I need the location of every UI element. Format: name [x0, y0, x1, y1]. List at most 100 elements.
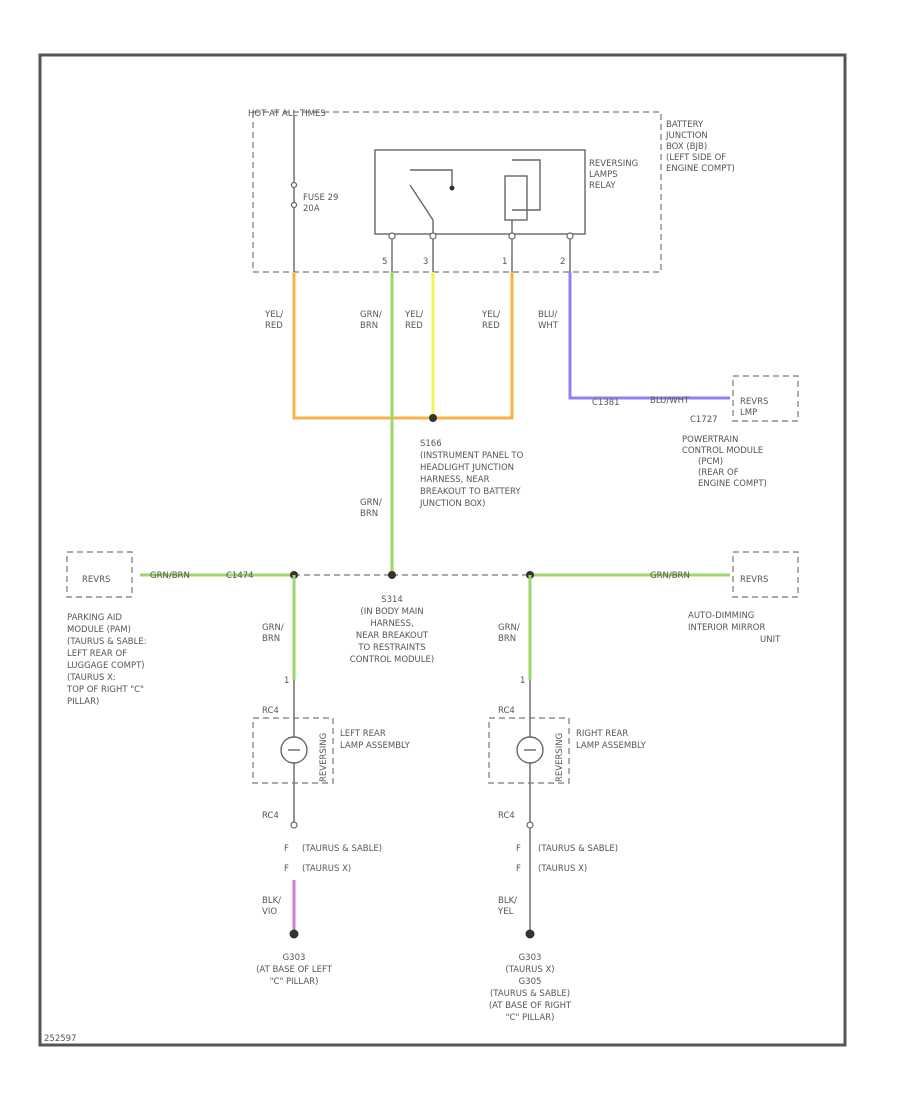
svg-text:BLK/: BLK/	[262, 896, 281, 906]
pcm-box-label: REVRS LMP	[740, 397, 768, 418]
svg-text:HARNESS, NEAR: HARNESS, NEAR	[420, 475, 490, 485]
relay-pin-1	[508, 232, 516, 240]
svg-text:LAMP ASSEMBLY: LAMP ASSEMBLY	[576, 741, 647, 751]
figure-id: 252597	[44, 1034, 76, 1044]
svg-text:RELAY: RELAY	[589, 181, 616, 191]
battery-junction-box-label: BATTERY JUNCTION BOX (BJB) (LEFT SIDE OF…	[665, 120, 735, 174]
svg-text:"C" PILLAR): "C" PILLAR)	[506, 1013, 555, 1023]
svg-text:G303: G303	[283, 953, 306, 963]
svg-text:MODULE (PAM): MODULE (PAM)	[67, 625, 131, 635]
relay-coil	[504, 175, 528, 221]
svg-text:BRN: BRN	[360, 321, 378, 331]
svg-text:LEFT REAR: LEFT REAR	[340, 729, 386, 739]
left-top-pin-label: 1	[284, 676, 289, 686]
wire-label-yel-red-right: YEL/ RED	[481, 310, 500, 331]
svg-text:LUGGAGE COMPT): LUGGAGE COMPT)	[67, 661, 145, 671]
svg-text:RED: RED	[265, 321, 283, 331]
left-lamp-conn-bottom: RC4	[262, 811, 279, 821]
svg-text:GRN/: GRN/	[262, 623, 284, 633]
aem-outline	[732, 551, 799, 598]
pcm-connector-left: C1381	[592, 398, 620, 408]
svg-text:HEADLIGHT JUNCTION: HEADLIGHT JUNCTION	[420, 463, 514, 473]
wire-label-right-drop: GRN/ BRN	[498, 623, 520, 644]
svg-text:(AT BASE OF RIGHT: (AT BASE OF RIGHT	[489, 1001, 572, 1011]
svg-text:BRN: BRN	[360, 509, 378, 519]
svg-text:G305: G305	[519, 977, 542, 987]
aem-description: AUTO-DIMMING INTERIOR MIRROR UNIT	[688, 611, 781, 645]
relay-pin-3	[429, 232, 437, 240]
svg-text:CONTROL MODULE: CONTROL MODULE	[682, 446, 763, 456]
aem-wire-label: GRN/BRN	[650, 571, 690, 581]
svg-text:TOP OF RIGHT "C": TOP OF RIGHT "C"	[66, 685, 144, 695]
svg-text:(AT BASE OF LEFT: (AT BASE OF LEFT	[256, 965, 333, 975]
aem-box-label: REVRS	[740, 575, 768, 585]
wire-label-yel-red-left: YEL/ RED	[264, 310, 283, 331]
pcm-connector-wire: BLU/WHT	[650, 396, 690, 406]
right-lamp-bottom-pin	[526, 821, 534, 829]
svg-text:UNIT: UNIT	[760, 635, 781, 645]
right-lamp-side-label: REVERSING	[555, 733, 565, 782]
svg-text:RED: RED	[405, 321, 423, 331]
svg-text:YEL: YEL	[497, 907, 514, 917]
pam-description: PARKING AID MODULE (PAM) (TAURUS & SABLE…	[66, 613, 147, 707]
relay-switch-fixed	[410, 169, 453, 188]
svg-text:YEL/: YEL/	[404, 310, 423, 320]
right-variant-pin-a: F	[516, 844, 521, 854]
hot-at-all-times-label: HOT AT ALL TIMES	[248, 109, 326, 119]
svg-text:BRN: BRN	[262, 634, 280, 644]
svg-text:PILLAR): PILLAR)	[67, 697, 99, 707]
pcm-description: POWERTRAIN CONTROL MODULE (PCM) (REAR OF…	[682, 435, 767, 489]
relay-pin-3-label: 3	[423, 257, 428, 267]
svg-text:LAMP ASSEMBLY: LAMP ASSEMBLY	[340, 741, 411, 751]
wire-label-left-drop: GRN/ BRN	[262, 623, 284, 644]
relay-pin-1-label: 1	[502, 257, 507, 267]
relay-switch-contact	[409, 184, 434, 221]
svg-text:YEL/: YEL/	[481, 310, 500, 320]
svg-text:S314: S314	[381, 595, 403, 605]
diagram-frame	[38, 53, 847, 1047]
svg-text:"C" PILLAR): "C" PILLAR)	[270, 977, 319, 987]
right-lamp-outline	[488, 717, 570, 784]
svg-text:20A: 20A	[303, 204, 320, 214]
pcm-pin: C1727	[690, 415, 718, 425]
svg-text:(REAR OF: (REAR OF	[698, 468, 739, 478]
svg-text:S166: S166	[420, 439, 442, 449]
splice-s166	[429, 414, 437, 422]
svg-text:AUTO-DIMMING: AUTO-DIMMING	[688, 611, 754, 621]
wire-label-right-bottom: BLK/ YEL	[497, 896, 517, 917]
wire-label-grn-brn-vert: GRN/ BRN	[360, 498, 382, 519]
fuse-terminal-top	[290, 181, 298, 189]
svg-text:BLU/: BLU/	[538, 310, 557, 320]
relay-pin-2-label: 2	[560, 257, 565, 267]
relay-coil-lead	[512, 159, 541, 211]
pam-box-label: REVRS	[82, 575, 110, 585]
wire-label-left-bottom: BLK/ VIO	[262, 896, 281, 917]
right-lamp-label: RIGHT REAR LAMP ASSEMBLY	[576, 729, 647, 751]
svg-text:LMP: LMP	[740, 408, 757, 418]
svg-text:JUNCTION: JUNCTION	[665, 131, 708, 141]
svg-text:(IN BODY MAIN: (IN BODY MAIN	[360, 607, 423, 617]
svg-text:(TAURUS X:: (TAURUS X:	[67, 673, 116, 683]
svg-text:RIGHT REAR: RIGHT REAR	[576, 729, 628, 739]
right-variant-pin-b: F	[516, 864, 521, 874]
wire-blu-wht	[568, 272, 730, 400]
svg-text:GRN/: GRN/	[360, 310, 382, 320]
svg-text:RED: RED	[482, 321, 500, 331]
svg-text:BREAKOUT TO BATTERY: BREAKOUT TO BATTERY	[420, 487, 521, 497]
svg-text:(INSTRUMENT PANEL TO: (INSTRUMENT PANEL TO	[420, 451, 524, 461]
left-lamp-side-label: REVERSING	[319, 733, 329, 782]
svg-text:LEFT REAR OF: LEFT REAR OF	[67, 649, 127, 659]
relay-pin-5-label: 5	[382, 257, 387, 267]
splice-s314	[388, 571, 396, 579]
svg-text:REVRS: REVRS	[740, 397, 768, 407]
wire-label-yel-red-mid: YEL/ RED	[404, 310, 423, 331]
left-variant-pin-b: F	[284, 864, 289, 874]
svg-text:INTERIOR MIRROR: INTERIOR MIRROR	[688, 623, 765, 633]
svg-text:CONTROL MODULE): CONTROL MODULE)	[350, 655, 434, 665]
svg-text:PARKING AID: PARKING AID	[67, 613, 122, 623]
svg-text:TO RESTRAINTS: TO RESTRAINTS	[357, 643, 425, 653]
left-lamp-bottom-pin	[290, 821, 298, 829]
svg-text:YEL/: YEL/	[264, 310, 283, 320]
svg-text:REVERSING: REVERSING	[589, 159, 638, 169]
